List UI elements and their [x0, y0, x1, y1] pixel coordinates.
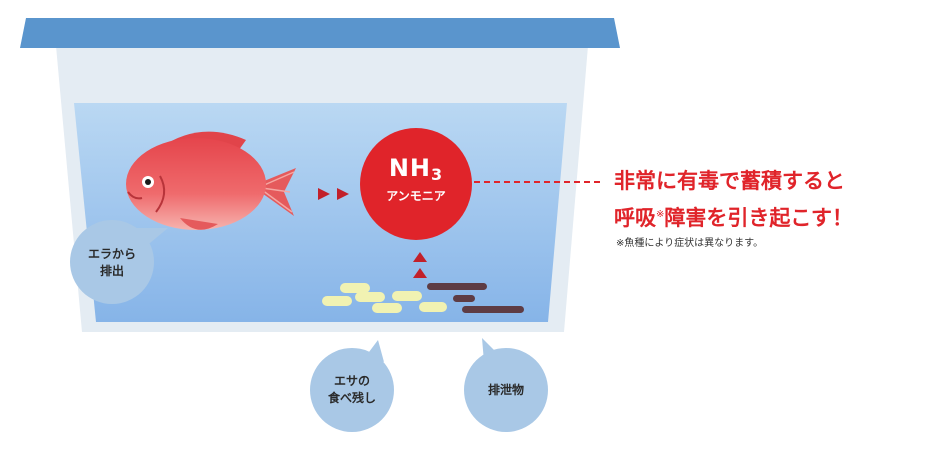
warning-line2-part2: 障害を引き起こす！	[664, 206, 853, 230]
ammonia-circle	[360, 128, 472, 240]
arrow-right-2	[337, 188, 349, 200]
leftover-food-line2: 食べ残し	[327, 391, 376, 405]
excretion-label: 排泄物	[487, 383, 524, 397]
gills-label-line2: 排出	[99, 264, 124, 278]
leftover-food-line1: エサの	[333, 374, 370, 388]
ammonia-formula: NH3	[368, 154, 464, 189]
fish-illustration	[126, 131, 296, 230]
gills-label: エラから 排出	[74, 246, 150, 280]
tank-lid	[20, 18, 620, 48]
waste-sticks	[427, 283, 524, 313]
formula-subscript: 3	[431, 165, 444, 184]
warning-line1: 非常に有毒で蓄積すると	[614, 169, 845, 193]
bubble-excretion	[464, 338, 548, 432]
ammonia-name: アンモニア	[386, 189, 446, 203]
arrow-up-1	[413, 252, 427, 262]
gills-label-line1: エラから	[87, 247, 136, 261]
arrow-right-1	[318, 188, 330, 200]
leftover-food-label: エサの 食べ残し	[312, 373, 392, 407]
species-footnote: ※魚種により症状は異なります。	[616, 238, 764, 249]
warning-line2: 呼吸※障害を引き起こす！	[614, 200, 853, 233]
formula-main: NH	[388, 154, 432, 182]
bubble-leftover-food	[310, 340, 394, 432]
bubble-gills	[70, 220, 168, 304]
arrow-up-2	[413, 268, 427, 278]
warning-line2-part1: 呼吸	[614, 206, 656, 230]
food-pellets	[322, 283, 447, 313]
warning-footnote-mark: ※	[656, 209, 665, 220]
